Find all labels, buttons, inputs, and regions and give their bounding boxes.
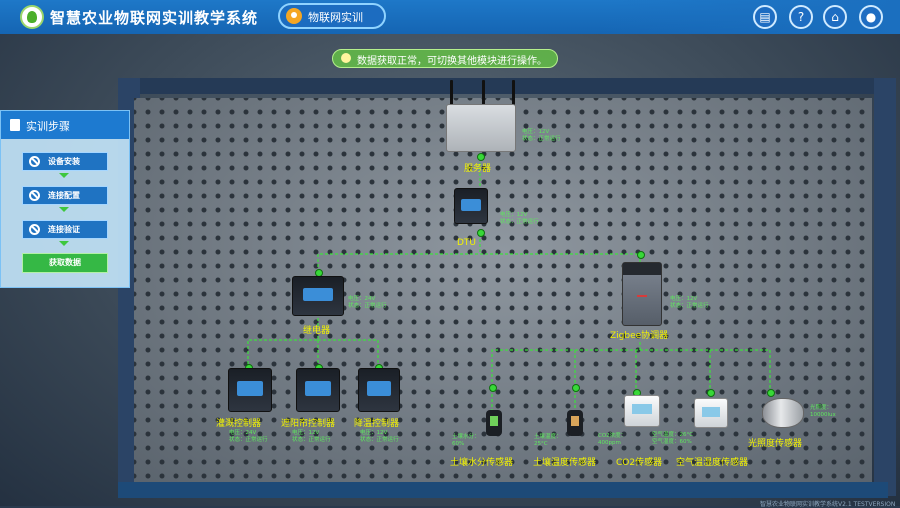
step-label: 设备安装 [48,157,80,166]
irrigation-controller-device[interactable] [228,368,272,412]
server-device[interactable] [446,104,516,152]
server-antenna [482,80,485,106]
version-text: 智慧农业物联网实训教学系统V2.1 TESTVERSION [760,501,896,508]
step-connection-config[interactable]: 连接配置 [22,186,108,205]
get-data-button[interactable]: 获取数据 [22,253,108,273]
soil-moisture-sensor-device[interactable] [486,410,502,436]
app-title: 智慧农业物联网实训教学系统 [50,9,259,27]
tab-iot-training[interactable]: 物联网实训 [278,3,386,29]
server-antenna [450,80,453,106]
connection-node [707,389,715,397]
cooling-controller-device[interactable] [358,368,400,412]
step-label: 连接验证 [48,225,80,234]
clipboard-check-icon [10,119,20,131]
shade-controller-device[interactable] [296,368,340,412]
co2-sensor-value: CO2浓度：400ppm [598,433,627,446]
get-data-label: 获取数据 [49,258,81,267]
location-pin-icon [286,8,302,24]
air-temp-humidity-sensor-device[interactable] [694,398,728,428]
soil-temperature-sensor-value: 土壤温度：25°C [534,434,562,447]
co2-sensor-label: CO2传感器 [616,458,663,468]
help-icon[interactable]: ? [789,5,813,29]
tab-label: 物联网实训 [308,11,363,24]
server-antenna [512,80,515,106]
soil-moisture-sensor-value: 土壤水分：60% [452,434,480,447]
zigbee-label: Zigbee协调器 [610,331,669,341]
step-connection-verify[interactable]: 连接验证 [22,220,108,239]
steps-title: 实训步骤 [26,120,70,133]
air-temp-humidity-sensor-label: 空气温湿度传感器 [676,458,749,468]
server-label: 服务器 [464,164,492,174]
connection-node [489,384,497,392]
lightbulb-icon [341,53,351,63]
pegboard [134,98,872,482]
dtu-label: DTU [457,238,477,248]
header-bar-accent [600,0,900,34]
relay-label: 继电器 [303,326,331,336]
soil-moisture-sensor-label: 土壤水分传感器 [450,458,514,468]
home-icon[interactable]: ⌂ [823,5,847,29]
connection-node [477,153,485,161]
clipboard-icon[interactable]: ▤ [753,5,777,29]
training-steps-panel: 实训步骤 设备安装 连接配置 连接验证 获取数据 [0,110,130,288]
blocked-icon [29,224,40,235]
app-logo-icon [20,5,44,29]
blocked-icon [29,156,40,167]
connection-node [572,384,580,392]
cooling-controller-label: 降温控制器 [354,419,400,429]
chevron-down-icon [59,207,69,212]
soil-temperature-sensor-device[interactable] [567,410,583,436]
connection-node [637,251,645,259]
board-frame-bottom [118,482,888,498]
blocked-icon [29,190,40,201]
connection-node [477,229,485,237]
chevron-down-icon [59,173,69,178]
steps-header: 实训步骤 [1,111,129,139]
shade-controller-label: 遮阳帘控制器 [281,419,336,429]
board-post-right [874,78,896,496]
user-icon[interactable]: ● [859,5,883,29]
dtu-device[interactable] [454,188,488,224]
step-device-install[interactable]: 设备安装 [22,152,108,171]
co2-sensor-device[interactable] [624,395,660,427]
connection-node [767,389,775,397]
irrigation-controller-label: 灌溉控制器 [216,419,262,429]
status-notice: 数据获取正常，可切换其他模块进行操作。 [332,49,558,68]
chevron-down-icon [59,241,69,246]
light-sensor-value: 光照度：10000lux [810,405,836,418]
zigbee-device[interactable] [622,262,662,326]
step-label: 连接配置 [48,191,80,200]
soil-temperature-sensor-label: 土壤温度传感器 [533,458,597,468]
light-sensor-label: 光照度传感器 [748,439,803,449]
board-frame-top [118,78,888,94]
notice-text: 数据获取正常，可切换其他模块进行操作。 [357,56,547,67]
light-sensor-device[interactable] [762,398,804,428]
relay-device[interactable] [292,276,344,316]
